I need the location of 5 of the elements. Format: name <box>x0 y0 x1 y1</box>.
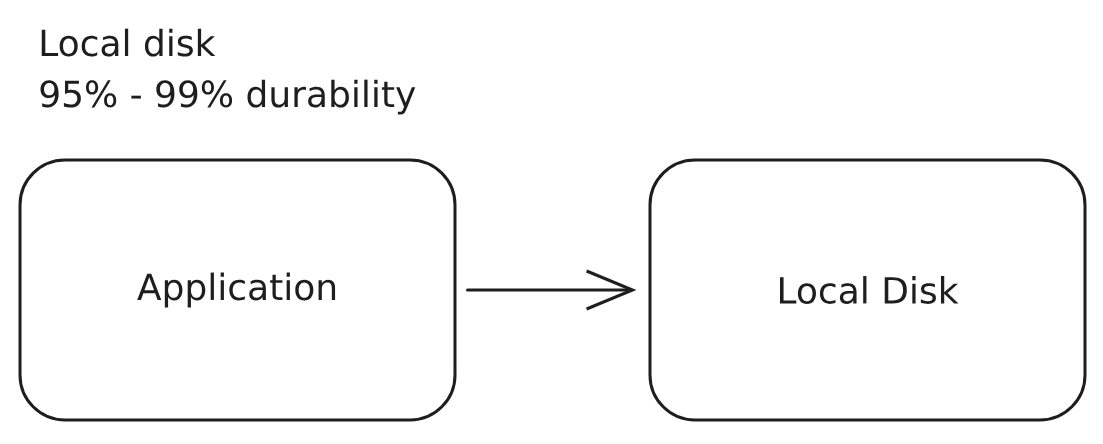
rounded-box: Application <box>18 158 457 422</box>
heading-text: Local disk <box>41 28 216 57</box>
rounded-box: Local Disk <box>648 158 1087 422</box>
arrow <box>466 269 637 311</box>
note-text: 95% - 99% durability <box>40 79 416 115</box>
